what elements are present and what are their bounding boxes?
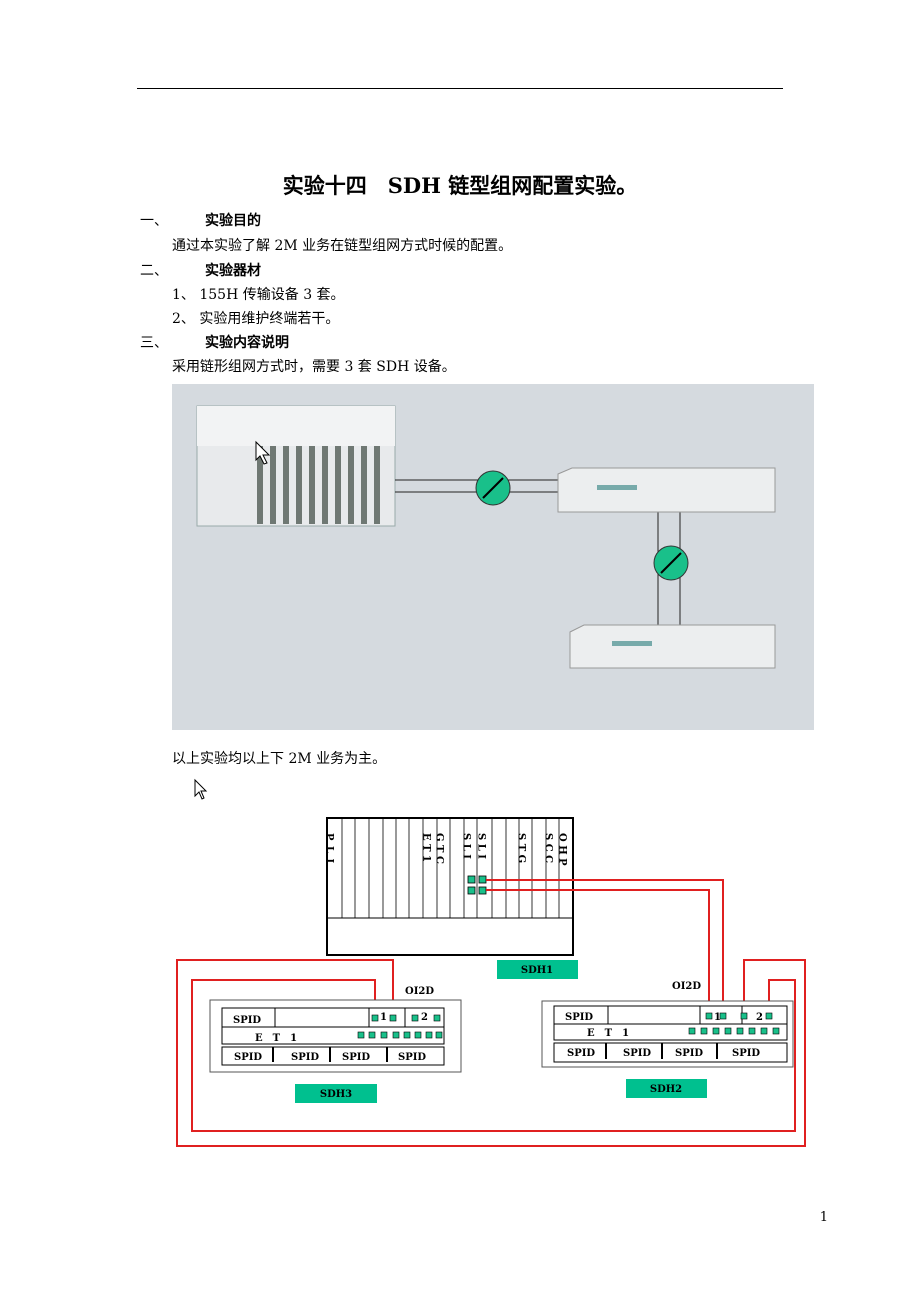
rack-equipment: [196, 405, 396, 527]
slot-label: G T C: [434, 833, 445, 864]
slot-label: O H P: [557, 833, 568, 866]
sdh1-chassis: P L I E T 1 G T C S L I S L I S T G S C …: [324, 817, 574, 956]
diagram-label: SPID: [342, 1052, 370, 1063]
diagram-label: 2: [421, 1012, 428, 1023]
slot-label: S C C: [543, 833, 554, 863]
oi2d-label: OI2D: [405, 986, 434, 997]
red-cables: [176, 879, 806, 1147]
list-item: 1、 155H 传输设备 3 套。: [172, 287, 345, 303]
sdh3-device: SPID E T 1 SPID SPID SPID SPID 1 2 OI2D SDH…: [209, 986, 462, 1103]
section-number: 三、: [140, 335, 168, 351]
section-heading: 实验内容说明: [205, 335, 289, 351]
diagram-label: 2: [756, 1012, 763, 1023]
diagram-label: 1: [714, 1012, 721, 1023]
diagram-label: SPID: [398, 1052, 426, 1063]
sdh2-device: SPID E T 1 SPID SPID SPID SPID 1 2 OI2D SDH…: [541, 981, 794, 1098]
section-heading: 实验目的: [205, 213, 261, 229]
list-item: 2、 实验用维护终端若干。: [172, 311, 340, 327]
board-spid: SPID: [233, 1015, 261, 1026]
paragraph: 以上实验均以上下 2M 业务为主。: [172, 751, 387, 767]
header-rule: [137, 88, 783, 89]
page-number: 1: [819, 1210, 828, 1225]
slot-label: S L I: [461, 833, 472, 859]
network-photo: [172, 384, 814, 730]
slot-label: P L I: [324, 833, 335, 864]
port-icon: [688, 1012, 780, 1035]
sdh2-badge: SDH2: [650, 1084, 682, 1095]
paragraph: 通过本实验了解 2M 业务在链型组网方式时候的配置。: [172, 238, 513, 254]
slot-label: E T 1: [421, 833, 432, 862]
diagram-label: 1: [380, 1012, 387, 1023]
diagram-label: SPID: [234, 1052, 262, 1063]
equipment-illustration: [196, 405, 776, 669]
diagram-label: SPID: [567, 1048, 595, 1059]
slot-label: S T G: [516, 833, 527, 863]
diagram-label: SPID: [623, 1048, 651, 1059]
diagram-label: SPID: [675, 1048, 703, 1059]
diagram-label: SPID: [291, 1052, 319, 1063]
port-icon: [357, 1014, 443, 1039]
optical-amplifier-icon: [475, 470, 689, 581]
page-title: 实验十四 SDH 链型组网配置实验。: [282, 173, 638, 198]
sdh-device-3: [569, 624, 776, 669]
sdh-device-2: [557, 467, 776, 513]
paragraph: 采用链形组网方式时，需要 3 套 SDH 设备。: [172, 359, 456, 375]
diagram-label: E T 1: [587, 1028, 629, 1039]
section-number: 一、: [140, 213, 168, 229]
cursor-icon: [255, 440, 271, 465]
sdh1-badge: SDH1: [497, 960, 578, 979]
board-et1: E T 1: [255, 1033, 297, 1044]
diagram-label: SDH1: [521, 965, 553, 976]
diagram-label: SPID: [732, 1048, 760, 1059]
diagram-label: SPID: [565, 1012, 593, 1023]
section-number: 二、: [140, 263, 168, 279]
slot-label: S L I: [476, 833, 487, 859]
oi2d-label: OI2D: [672, 981, 701, 992]
section-heading: 实验器材: [205, 263, 261, 279]
sdh3-badge: SDH3: [320, 1089, 352, 1100]
cursor-icon: [194, 778, 208, 800]
